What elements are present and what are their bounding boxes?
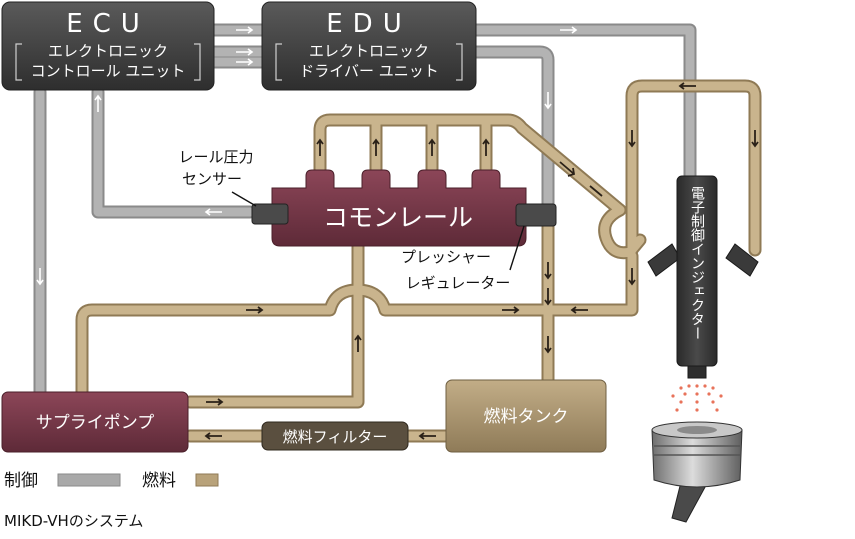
fuel-tank-label: 燃料タンク xyxy=(484,407,569,427)
electronic-injector: 電子制御インジェクター xyxy=(647,175,759,379)
pressure-regulator-label-line2: レギュレーター xyxy=(406,274,511,292)
edu-subtitle-line2: ドライバー ユニット xyxy=(299,62,438,80)
pressure-regulator xyxy=(515,203,557,227)
pressure-regulator-callout: プレッシャー レギュレーター xyxy=(401,225,525,292)
ecu-title: ECU xyxy=(66,9,150,39)
supply-pump-label: サプライポンプ xyxy=(36,413,155,433)
legend-control-label: 制御 xyxy=(4,471,38,491)
rail-pressure-sensor-label-line1: レール圧力 xyxy=(178,148,253,166)
fuel-flow-arrows xyxy=(204,82,759,440)
legend-fuel-label: 燃料 xyxy=(142,471,176,491)
fuel-spray xyxy=(671,384,723,412)
edu-box: EDU エレクトロニック ドライバー ユニット xyxy=(261,1,477,91)
piston-icon xyxy=(651,421,743,523)
ecu-subtitle-line2: コントロール ユニット xyxy=(31,62,186,80)
control-lines xyxy=(33,23,697,399)
fuel-filter: 燃料フィルター xyxy=(261,421,409,451)
control-flow-arrows xyxy=(36,26,578,286)
ecu-box: ECU エレクトロニック コントロール ユニット xyxy=(1,1,215,91)
rail-pressure-sensor-label-line2: センサー xyxy=(182,170,242,188)
legend: 制御 燃料 xyxy=(4,471,219,491)
common-rail-label: コモンレール xyxy=(323,203,473,232)
fuel-tank: 燃料タンク xyxy=(445,379,607,453)
fuel-filter-label: 燃料フィルター xyxy=(283,428,388,446)
edu-subtitle-line1: エレクトロニック xyxy=(309,42,429,60)
common-rail: コモンレール xyxy=(271,169,527,247)
figure-caption: MIKD-VHのシステム xyxy=(4,512,143,530)
legend-control-swatch xyxy=(57,473,121,487)
supply-pump: サプライポンプ xyxy=(1,391,189,453)
edu-title: EDU xyxy=(326,9,411,39)
pressure-regulator-label-line1: プレッシャー xyxy=(401,248,491,266)
ecu-subtitle-line1: エレクトロニック xyxy=(48,42,168,60)
rail-pressure-sensor-callout: レール圧力 センサー xyxy=(178,148,257,207)
legend-fuel-swatch xyxy=(195,473,219,487)
injector-label: 電子制御インジェクター xyxy=(689,186,705,340)
rail-pressure-sensor xyxy=(251,203,289,225)
